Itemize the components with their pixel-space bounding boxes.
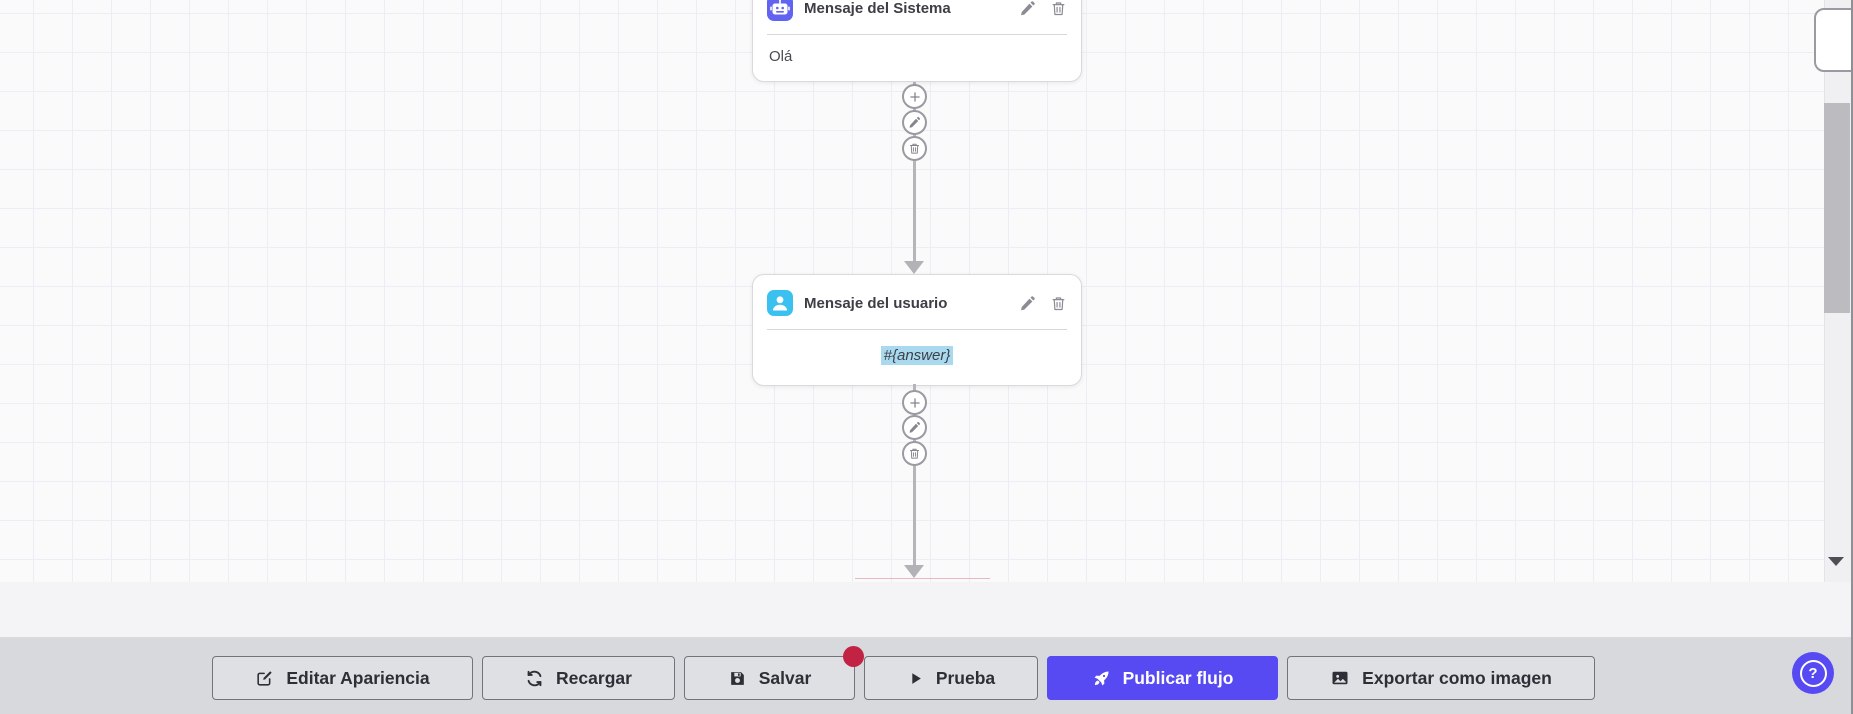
reload-button[interactable]: Recargar (482, 656, 675, 700)
unsaved-changes-badge (843, 646, 864, 667)
delete-node-button[interactable] (1050, 295, 1067, 312)
question-icon: ? (1799, 659, 1827, 687)
pencil-icon (1019, 295, 1036, 312)
refresh-icon (525, 669, 544, 688)
node-system-message[interactable]: Mensaje del Sistema Olá (752, 0, 1082, 82)
node-header: Mensaje del usuario (753, 275, 1081, 329)
robot-icon (767, 0, 793, 21)
save-button[interactable]: Salvar (684, 646, 864, 700)
arrow-down-icon (904, 565, 924, 578)
pencil-icon (1019, 0, 1036, 17)
delete-connector-button[interactable] (902, 441, 927, 466)
edit-connector-button[interactable] (902, 415, 927, 440)
node-divider (767, 329, 1067, 330)
button-label: Recargar (556, 667, 632, 688)
help-button[interactable]: ? (1792, 652, 1834, 694)
button-label: Prueba (935, 667, 996, 688)
canvas-footer-strip (0, 582, 1853, 637)
edit-node-button[interactable] (1019, 0, 1036, 17)
node-title: Mensaje del usuario (804, 294, 948, 312)
delete-node-button[interactable] (1050, 0, 1067, 17)
chevron-down-icon[interactable] (1828, 557, 1844, 566)
save-icon (728, 669, 747, 688)
node-divider (767, 34, 1067, 35)
pencil-icon (908, 116, 921, 129)
arrow-down-icon (904, 261, 924, 274)
trash-icon (908, 447, 921, 460)
window-edge (1851, 0, 1853, 714)
button-label: Editar Apariencia (286, 667, 430, 688)
add-node-button[interactable] (902, 84, 927, 109)
user-icon (767, 290, 793, 316)
edit-icon (255, 669, 274, 688)
node-title: Mensaje del Sistema (804, 0, 951, 17)
node-header: Mensaje del Sistema (753, 0, 1081, 34)
answer-variable-chip: #{answer} (880, 346, 954, 365)
delete-connector-button[interactable] (902, 136, 927, 161)
edit-connector-button[interactable] (902, 110, 927, 135)
publish-flow-button[interactable]: Publicar flujo (1047, 656, 1278, 700)
trash-icon (1050, 0, 1067, 17)
top-right-panel (1814, 8, 1853, 72)
button-label: Salvar (758, 667, 812, 688)
node-content: #{answer} (753, 330, 1081, 377)
add-node-button[interactable] (902, 390, 927, 415)
node-actions (1019, 295, 1067, 312)
rocket-icon (1092, 669, 1111, 688)
button-label: Publicar flujo (1122, 667, 1234, 688)
test-button[interactable]: Prueba (864, 656, 1038, 700)
trash-icon (908, 142, 921, 155)
plus-icon (908, 396, 922, 410)
next-node-edge (855, 578, 990, 579)
node-user-message[interactable]: Mensaje del usuario #{answe (752, 274, 1082, 386)
play-icon (907, 670, 924, 687)
image-icon (1330, 668, 1350, 688)
connector-line (913, 384, 916, 566)
node-content: Olá (769, 48, 793, 65)
pencil-icon (908, 421, 921, 434)
button-label: Exportar como imagen (1362, 667, 1552, 688)
edit-node-button[interactable] (1019, 295, 1036, 312)
connector-line (913, 80, 916, 264)
flow-canvas[interactable]: Mensaje del Sistema Olá (0, 0, 1853, 582)
export-image-button[interactable]: Exportar como imagen (1287, 656, 1595, 700)
node-actions (1019, 0, 1067, 17)
scrollbar-thumb[interactable] (1824, 103, 1850, 313)
trash-icon (1050, 295, 1067, 312)
plus-icon (908, 90, 922, 104)
edit-appearance-button[interactable]: Editar Apariencia (212, 656, 473, 700)
